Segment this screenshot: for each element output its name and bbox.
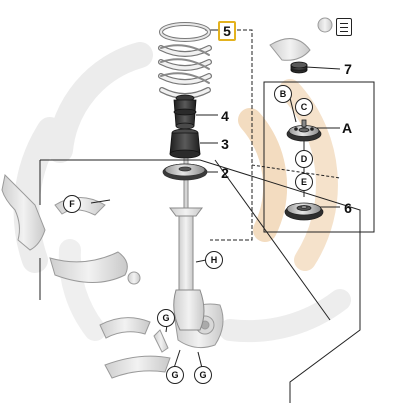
callout-bump-stop[interactable]: 4: [221, 108, 229, 124]
upper-strut-mount: [284, 202, 324, 221]
lower-spring-seat: [162, 163, 208, 181]
callout-circle-g[interactable]: G: [194, 366, 212, 384]
callout-circle-h[interactable]: H: [205, 251, 223, 269]
callout-circle-b[interactable]: B: [274, 85, 292, 103]
callout-circle-c[interactable]: C: [295, 98, 313, 116]
callout-dust-boot[interactable]: 3: [221, 136, 229, 152]
leader-lines: [90, 29, 341, 369]
coil-spring: [158, 22, 212, 99]
callout-lower-spring-seat[interactable]: 2: [221, 165, 229, 181]
callout-spring-highlighted[interactable]: 5: [218, 21, 236, 41]
callout-strut-nut[interactable]: 7: [344, 61, 352, 77]
bump-stop: [173, 94, 197, 130]
callout-bearing-assembly[interactable]: A: [342, 120, 353, 136]
strut-body: [169, 149, 205, 331]
bearing-assembly: [286, 119, 322, 142]
callout-upper-strut-mount[interactable]: 6: [344, 200, 352, 216]
document-icon[interactable]: [336, 18, 352, 36]
detail-link: [210, 29, 253, 241]
callout-circle-d[interactable]: D: [295, 150, 313, 168]
dust-boot: [169, 128, 201, 159]
assembly-boundary: [39, 159, 361, 403]
detail-panel-frame: [263, 81, 375, 233]
strut-nut: [290, 61, 308, 74]
callout-circle-f[interactable]: F: [63, 195, 81, 213]
callout-circle-g[interactable]: G: [157, 309, 175, 327]
callout-circle-g[interactable]: G: [166, 366, 184, 384]
callout-circle-e[interactable]: E: [295, 173, 313, 191]
